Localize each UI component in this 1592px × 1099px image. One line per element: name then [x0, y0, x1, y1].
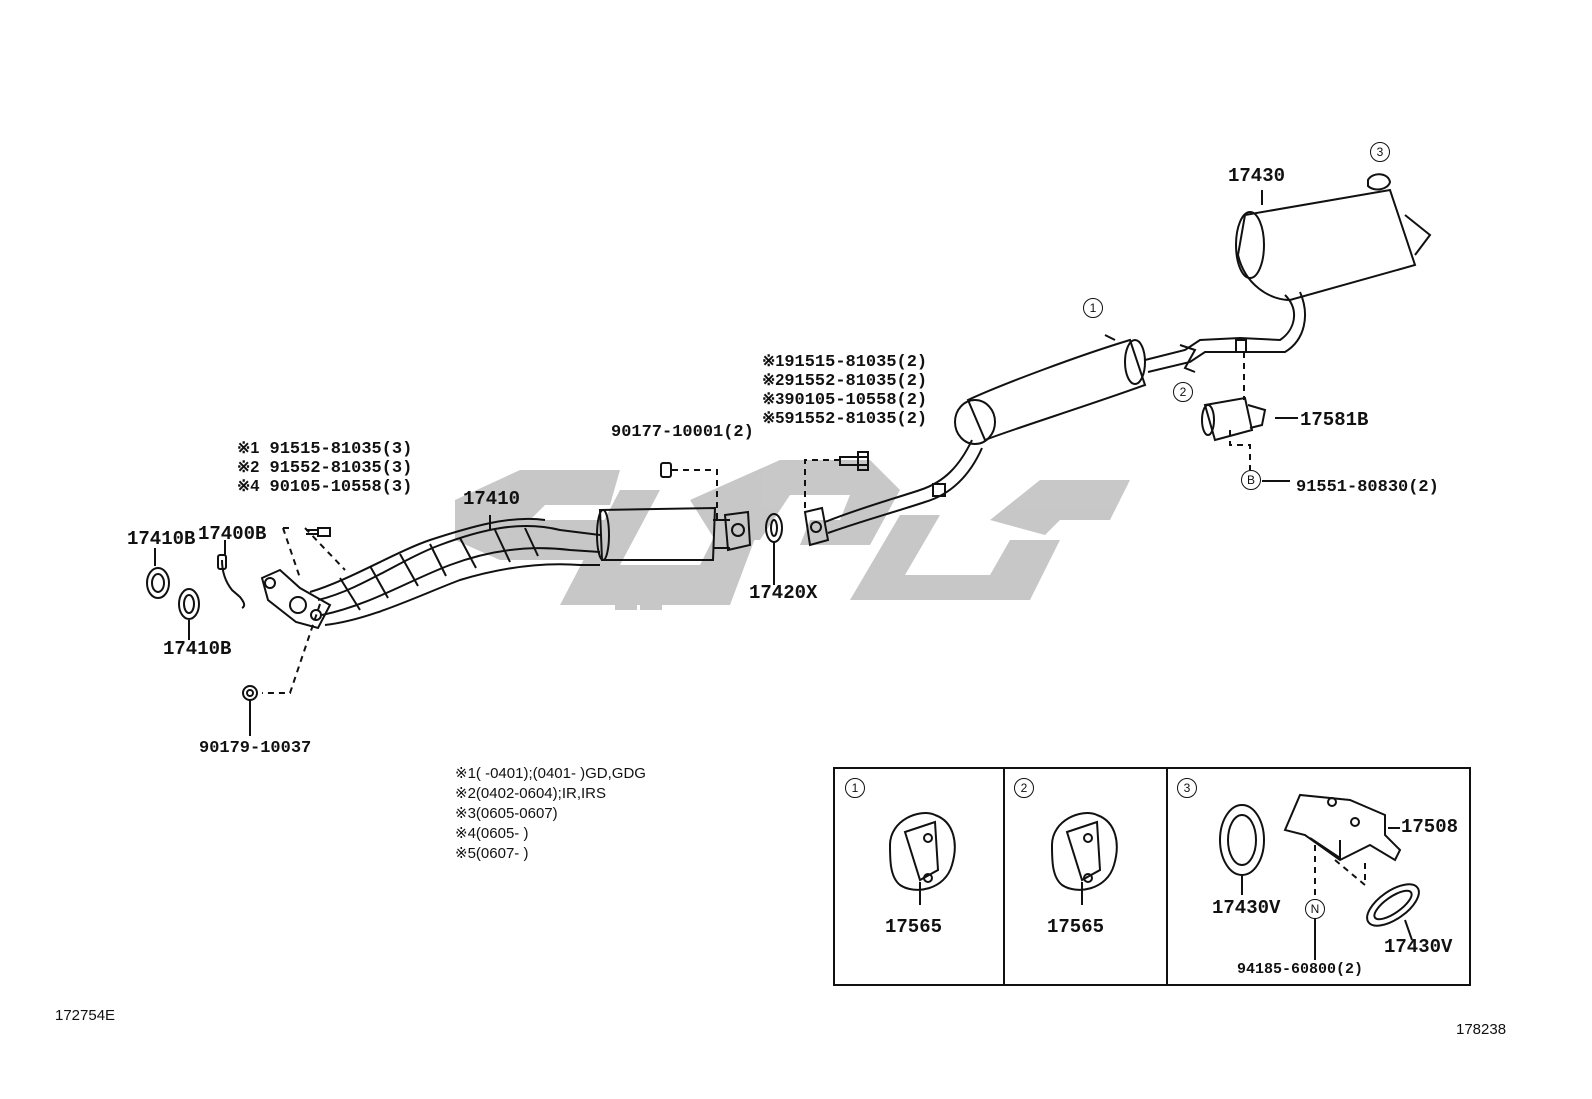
hardware-row: ※390105-10558(2)	[762, 391, 928, 410]
hardware-group-left: ※1 91515-81035(3) ※2 91552-81035(3) ※4 9…	[237, 441, 412, 498]
footnote-row: ※3(0605-0607)	[455, 805, 558, 822]
part-17565-a: 17565	[885, 916, 943, 938]
hardware-row: ※191515-81035(2)	[762, 353, 928, 372]
hanger-3	[1367, 173, 1392, 191]
part-17430v-b: 17430V	[1384, 936, 1453, 958]
part-91551-80830: 91551-80830(2)	[1296, 478, 1439, 497]
part-17430: 17430	[1228, 165, 1286, 187]
rubber-hanger-1	[888, 812, 956, 891]
part-17410b-b: 17410B	[163, 638, 232, 660]
panel-number-1: 1	[845, 778, 865, 798]
rear-pipe-flange	[803, 506, 830, 547]
footnote-row: ※2(0402-0604);IR,IRS	[455, 785, 606, 802]
panel-number-2: 2	[1014, 778, 1034, 798]
callout-3: 3	[1370, 142, 1390, 162]
illustration-code-left: 172754E	[55, 1007, 116, 1024]
sensor-17581b	[1203, 396, 1254, 442]
rubber-hanger-2	[1050, 812, 1118, 891]
callout-n: N	[1305, 899, 1325, 919]
part-90177-10001: 90177-10001(2)	[611, 423, 754, 442]
footnote-row: ※1( -0401);(0401- )GD,GDG	[455, 765, 646, 782]
hardware-row: ※4 90105-10558(3)	[237, 478, 413, 497]
manifold-flange	[260, 568, 332, 630]
hardware-row: ※291552-81035(2)	[762, 372, 928, 391]
part-17581b: 17581B	[1300, 409, 1369, 431]
part-17565-b: 17565	[1047, 916, 1105, 938]
callout-1: 1	[1083, 298, 1103, 318]
center-muffler	[598, 506, 717, 561]
front-pipe-17410	[317, 525, 601, 601]
part-94185-60800: 94185-60800(2)	[1237, 961, 1364, 978]
parts-linework	[146, 173, 1432, 736]
part-17410b-a: 17410B	[127, 528, 196, 550]
part-17508: 17508	[1401, 816, 1459, 838]
part-90179-10037: 90179-10037	[199, 739, 312, 758]
illustration-code-right: 178238	[1456, 1021, 1507, 1038]
hanger-2	[1179, 344, 1197, 373]
part-17420x: 17420X	[749, 582, 818, 604]
panel-number-3: 3	[1177, 778, 1197, 798]
detail-panels	[833, 767, 1471, 986]
hardware-row: ※2 91552-81035(3)	[237, 459, 413, 478]
callout-2: 2	[1173, 382, 1193, 402]
rear-muffler	[1236, 188, 1417, 302]
footnotes: ※1( -0401);(0401- )GD,GDG ※2(0402-0604);…	[455, 766, 646, 866]
bracket-17508	[1283, 793, 1402, 862]
part-17410: 17410	[463, 488, 521, 510]
gasket-17410b-a	[146, 567, 170, 599]
bolt-left	[306, 527, 331, 537]
footnote-row: ※4(0605- )	[455, 825, 529, 842]
main-muffler	[966, 338, 1147, 442]
footnote-row: ※5(0607- )	[455, 845, 529, 862]
hardware-row: ※1 91515-81035(3)	[237, 440, 413, 459]
nut-90177	[660, 462, 672, 478]
bolt-right	[839, 451, 869, 471]
hardware-row: ※591552-81035(2)	[762, 410, 928, 429]
hardware-group-right: ※191515-81035(2) ※291552-81035(2) ※39010…	[762, 354, 927, 430]
callout-b: B	[1241, 470, 1261, 490]
gasket-17430v-b	[1366, 883, 1420, 927]
watermark-logo	[455, 460, 1130, 610]
nut-90179	[242, 685, 258, 701]
intermediate-pipe	[824, 439, 973, 523]
gasket-17410b-b	[178, 588, 200, 620]
part-17430v-a: 17430V	[1212, 897, 1281, 919]
part-17400b: 17400B	[198, 523, 267, 545]
